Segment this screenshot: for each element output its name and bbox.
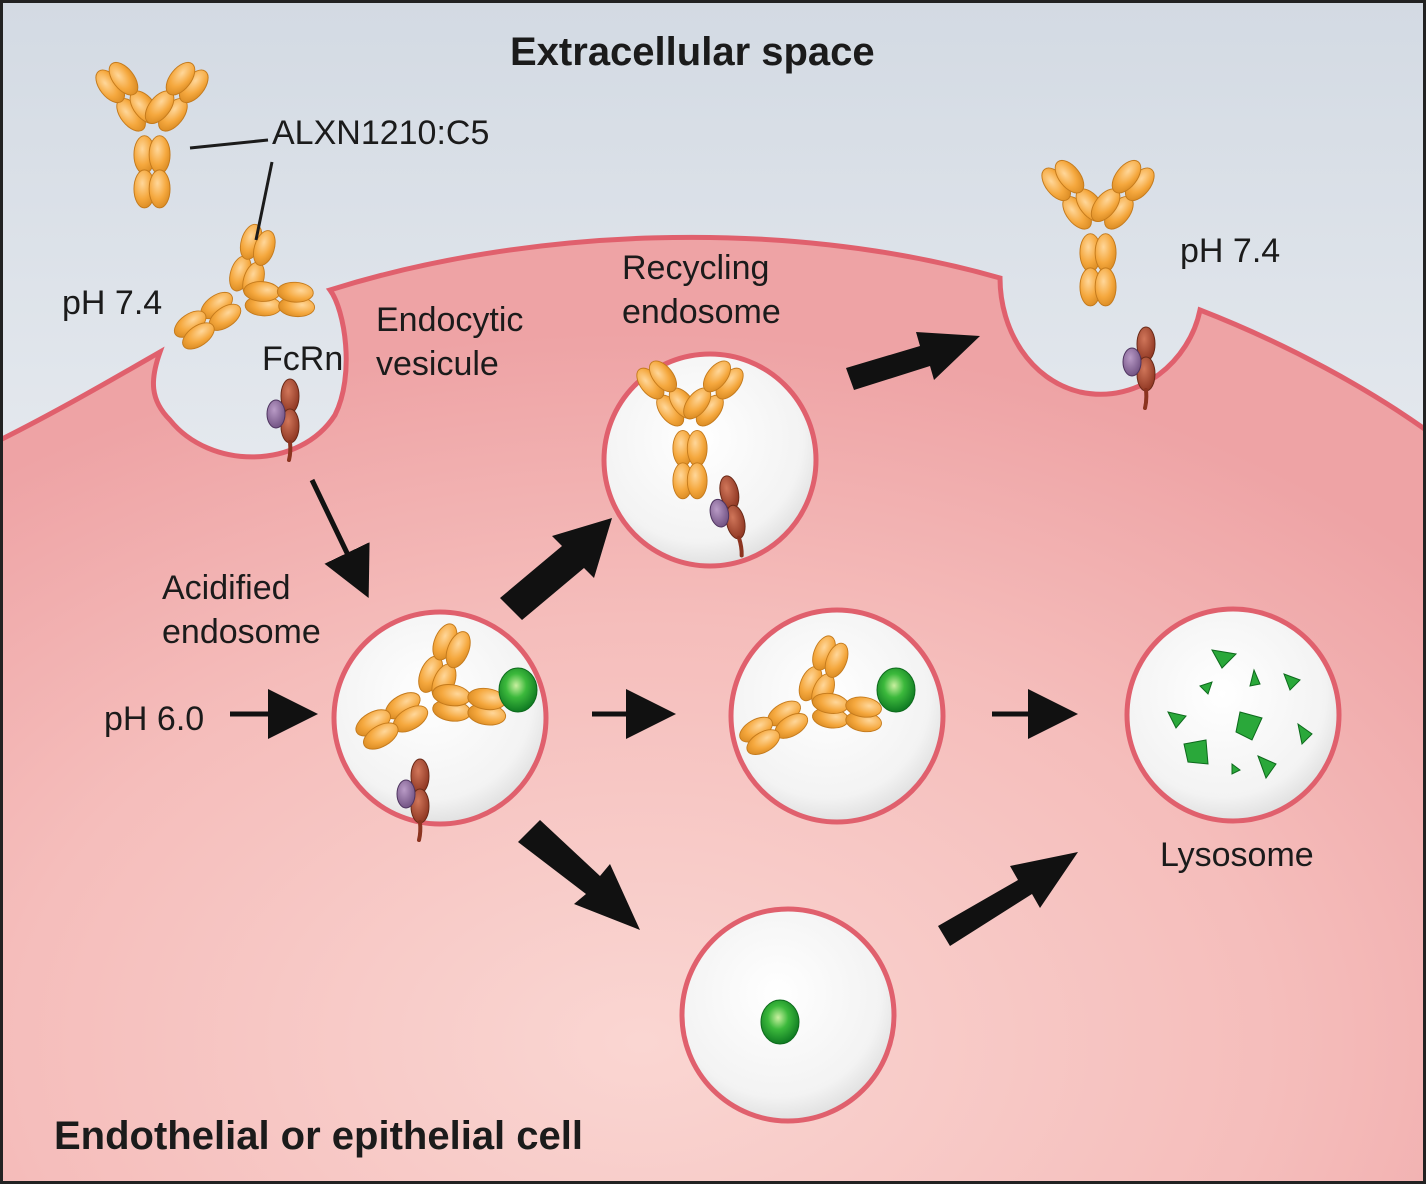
- title-cell: Endothelial or epithelial cell: [54, 1114, 584, 1158]
- label-ph-left: pH 7.4: [62, 284, 163, 322]
- c5-fragments: [1167, 649, 1313, 780]
- arrow-to-recycling: [500, 518, 612, 620]
- thin-arrows: [230, 478, 1078, 739]
- c5-free: [760, 999, 800, 1045]
- title-extracellular-space: Extracellular space: [510, 30, 875, 74]
- label-fcrn: FcRn: [262, 340, 344, 378]
- cell-body: [0, 234, 1426, 1184]
- arrow-to-surface: [846, 332, 980, 390]
- arrow-to-lysosome: [938, 852, 1078, 946]
- label-ph-acid: pH 6.0: [104, 700, 205, 738]
- label-endocytic-vesicle: Endocytic vesicule: [376, 298, 523, 386]
- label-recycling-endosome-line1: Recycling: [622, 249, 770, 287]
- c5-acidified: [498, 667, 538, 713]
- label-acidified-endosome-line2: endosome: [162, 613, 321, 651]
- lysosome-vesicle: [1124, 606, 1342, 824]
- thick-arrows: [500, 332, 1078, 946]
- c5-intermediate: [876, 667, 916, 713]
- label-ph-right: pH 7.4: [1180, 232, 1281, 270]
- label-antibody-complex: ALXN1210:C5: [272, 114, 490, 152]
- label-recycling-endosome: Recycling endosome: [622, 246, 781, 334]
- label-lysosome: Lysosome: [1160, 836, 1314, 874]
- leader-lines: [189, 138, 274, 241]
- label-acidified-endosome: Acidified endosome: [162, 566, 321, 654]
- label-acidified-endosome-line1: Acidified: [162, 569, 291, 607]
- label-recycling-endosome-line2: endosome: [622, 293, 781, 331]
- arrow-to-c5-vesicle: [518, 820, 640, 930]
- label-endocytic-vesicle-line2: vesicule: [376, 345, 499, 383]
- label-endocytic-vesicle-line1: Endocytic: [376, 301, 524, 339]
